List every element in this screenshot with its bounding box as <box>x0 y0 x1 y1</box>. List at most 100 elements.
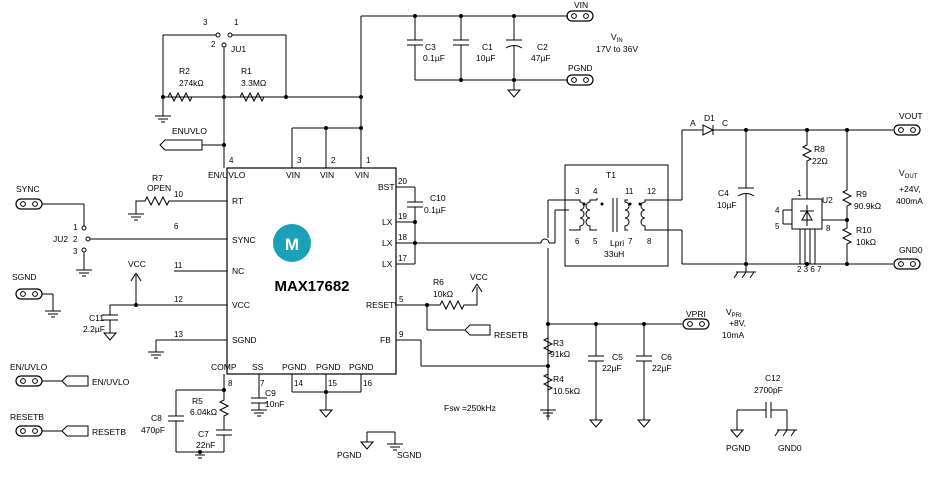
d1-anode: A <box>690 118 696 128</box>
r8-value: 22Ω <box>812 156 828 166</box>
pin-number-20: 20 <box>398 177 407 186</box>
capacitor-c10: C10 0.1µF <box>407 187 446 222</box>
feedback-divider: R3 91kΩ R4 10.5kΩ <box>539 330 580 417</box>
pin-name-rt: RT <box>232 196 243 206</box>
vpri-test-point[interactable] <box>682 318 710 330</box>
resistor-r6: R6 10kΩ VCC <box>427 272 488 311</box>
resetb-flag-label: RESETB <box>92 427 126 437</box>
r7-ref: R7 <box>152 173 163 183</box>
pin-name-fb: FB <box>380 335 391 345</box>
vout-note: VOUT +24V, 400mA <box>896 168 923 206</box>
pin-name-pgnd-14: PGND <box>282 362 307 372</box>
t1-pin8: 8 <box>647 237 652 246</box>
jumper-ju2[interactable]: 1 2 3 JU2 <box>42 203 93 277</box>
u2-pin4: 4 <box>775 206 780 215</box>
pin-name-sync: SYNC <box>232 235 256 245</box>
input-capacitors: C3 0.1µF C1 10µF C2 47µF <box>407 14 568 98</box>
vin-test-point[interactable] <box>566 10 594 22</box>
r5-ref: R5 <box>192 396 203 406</box>
pin-name-lx-18: LX <box>382 238 393 248</box>
r6-ref: R6 <box>433 277 444 287</box>
output-feedback-divider: R9 90.9kΩ R10 10kΩ <box>841 130 881 264</box>
pin-name-lx-19: LX <box>382 217 393 227</box>
diode-d1 <box>702 124 715 136</box>
resetb-flag-ic: RESETB <box>425 303 528 340</box>
en-uvlo-test-point[interactable] <box>15 375 43 387</box>
vout-line2: 400mA <box>896 196 923 206</box>
ic-part-number: MAX17682 <box>274 278 349 295</box>
pin-name-ss: SS <box>252 362 264 372</box>
sgnd-test-point[interactable] <box>15 288 43 300</box>
pin-number-12: 12 <box>174 295 183 304</box>
jumper-ju1[interactable]: 3 1 2 JU1 <box>162 18 287 97</box>
pgnd-test-point[interactable] <box>566 74 594 86</box>
gnd0-test-point[interactable] <box>893 258 921 270</box>
r5-value: 6.04kΩ <box>190 407 217 417</box>
pin-name-vcc: VCC <box>232 300 250 310</box>
pin-name-comp: COMP <box>211 362 237 372</box>
pin-name-pgnd-15: PGND <box>316 362 341 372</box>
svg-text:VIN: VIN <box>611 32 623 44</box>
pin-number-18: 18 <box>398 233 407 242</box>
vout-test-point[interactable] <box>893 124 921 136</box>
resetb-flag <box>61 425 89 437</box>
c12-ref: C12 <box>765 373 781 383</box>
t1-pin6: 6 <box>575 237 580 246</box>
r9-ref: R9 <box>856 189 867 199</box>
transformer-t1: T1 3 4 11 12 6 5 7 8 Lpri 33uH <box>564 164 683 267</box>
enuvlo-flag: ENUVLO <box>159 126 226 151</box>
pin-name-nc: NC <box>232 266 244 276</box>
c6-ref: C6 <box>661 352 672 362</box>
c1-value: 10µF <box>476 53 496 63</box>
r3-value: 91kΩ <box>550 349 570 359</box>
c7-value: 22nF <box>196 440 215 450</box>
resetb-test-point[interactable] <box>15 425 43 437</box>
r6-value: 10kΩ <box>433 289 453 299</box>
en-uvlo-test-point-label: EN/UVLO <box>10 362 48 372</box>
pin-number-16: 16 <box>363 379 372 388</box>
pin-number-11: 11 <box>174 261 183 270</box>
pin-name-sgnd: SGND <box>232 335 257 345</box>
vpri-line1: +8V, <box>729 318 746 328</box>
c2-ref: C2 <box>537 42 548 52</box>
vpri-title: V <box>726 307 732 317</box>
c12-pgnd-label: PGND <box>726 443 751 453</box>
r7-value: OPEN <box>147 183 171 193</box>
vpri-note: VPRI +8V, 10mA <box>722 307 746 340</box>
isolation-capacitor-c12: C12 2700pF PGND GND0 <box>726 373 802 453</box>
t1-pin3: 3 <box>575 187 580 196</box>
en-uvlo-flag <box>61 375 89 387</box>
sync-test-point[interactable] <box>15 198 43 210</box>
u2-pin5: 5 <box>775 222 780 231</box>
vin-net-label: VIN <box>574 0 588 10</box>
pin-number-5: 5 <box>399 295 404 304</box>
pin-number-9: 9 <box>399 330 404 339</box>
r3-ref: R3 <box>553 338 564 348</box>
ju1-pin1: 1 <box>234 18 239 27</box>
r9-value: 90.9kΩ <box>854 201 881 211</box>
resistor-r2: R2 274kΩ <box>163 66 224 103</box>
t1-lpri-label: Lpri <box>610 238 624 248</box>
c9-ref: C9 <box>265 388 276 398</box>
pin-number-6: 6 <box>174 222 179 231</box>
ju2-pin2: 2 <box>73 235 78 244</box>
resetb-net-label: RESETB <box>494 330 528 340</box>
vout-net-label: VOUT <box>899 111 923 121</box>
pin-name-lx-17: LX <box>382 259 393 269</box>
ju2-label: JU2 <box>53 234 68 244</box>
sgnd-pin-ground <box>147 339 190 359</box>
maxim-logo: M <box>273 224 311 262</box>
vin-sub: IN <box>617 38 623 44</box>
pin-number-15: 15 <box>328 379 337 388</box>
resetb-test-point-label: RESETB <box>10 412 44 422</box>
c10-ref: C10 <box>430 193 446 203</box>
c4-value: 10µF <box>717 200 737 210</box>
u2-pin1: 1 <box>797 189 802 198</box>
r10-value: 10kΩ <box>856 237 876 247</box>
c7-ref: C7 <box>198 429 209 439</box>
pin-name-vin-1: VIN <box>355 170 369 180</box>
pin-name-reset: RESET\ <box>366 300 397 310</box>
t1-pin11: 11 <box>625 187 634 196</box>
vcc-capacitor-c11: VCC C11 2.2µF <box>83 259 146 341</box>
